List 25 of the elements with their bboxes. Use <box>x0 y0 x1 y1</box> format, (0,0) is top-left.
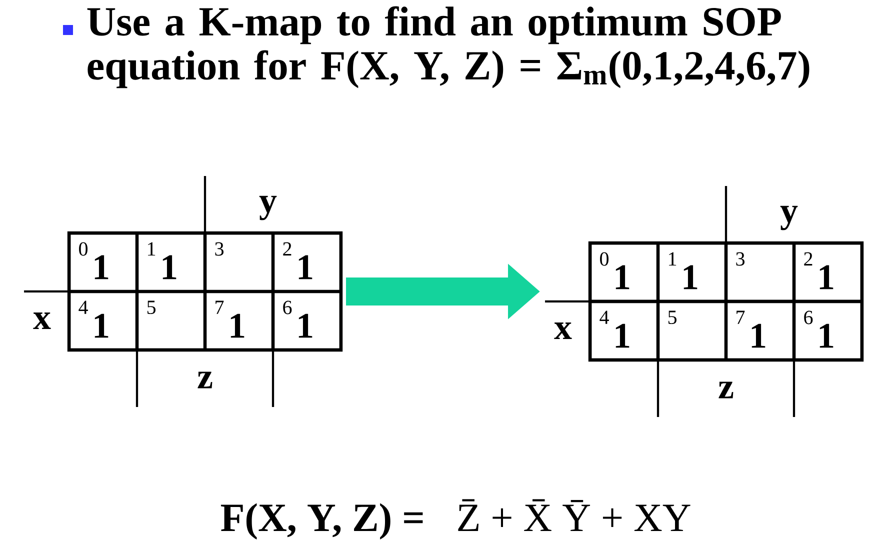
map-cell: 5 <box>136 291 206 350</box>
map-cell: 7 1 <box>726 301 794 360</box>
node-label: x <box>554 322 572 340</box>
map-cell: 2 1 <box>794 242 862 302</box>
node-label: x <box>33 312 51 330</box>
node-label: z <box>198 372 212 388</box>
map-cell: 0 1 <box>68 232 138 292</box>
node-label: y <box>259 196 277 220</box>
map-cell: 7 1 <box>204 291 274 350</box>
map-cell: 5 <box>658 301 726 360</box>
equation: Z̄ + X̄ Ȳ + XY <box>458 499 690 531</box>
map-cell: 6 1 <box>794 301 862 360</box>
node-label: z <box>718 382 734 398</box>
equation-label: F(X, Y, Z) = <box>220 503 423 540</box>
map-cell: 3 <box>204 232 274 292</box>
map-cell: 1 1 <box>136 232 206 292</box>
title: Use a K-map to find an optimum SOP equation for F(X, Y, Z) = Σ$_{m}$(0,1,2,4,6,7) <box>87 6 810 88</box>
map-cell: 4 1 <box>68 291 138 350</box>
node-label: y <box>780 206 798 230</box>
map-cell: 3 <box>726 242 794 302</box>
map-cell: 6 1 <box>272 291 342 350</box>
map-cell: 1 1 <box>658 242 726 302</box>
map-cell: 0 1 <box>590 242 658 302</box>
map-cell: 2 1 <box>272 232 342 292</box>
map-cell: 4 1 <box>590 301 658 360</box>
